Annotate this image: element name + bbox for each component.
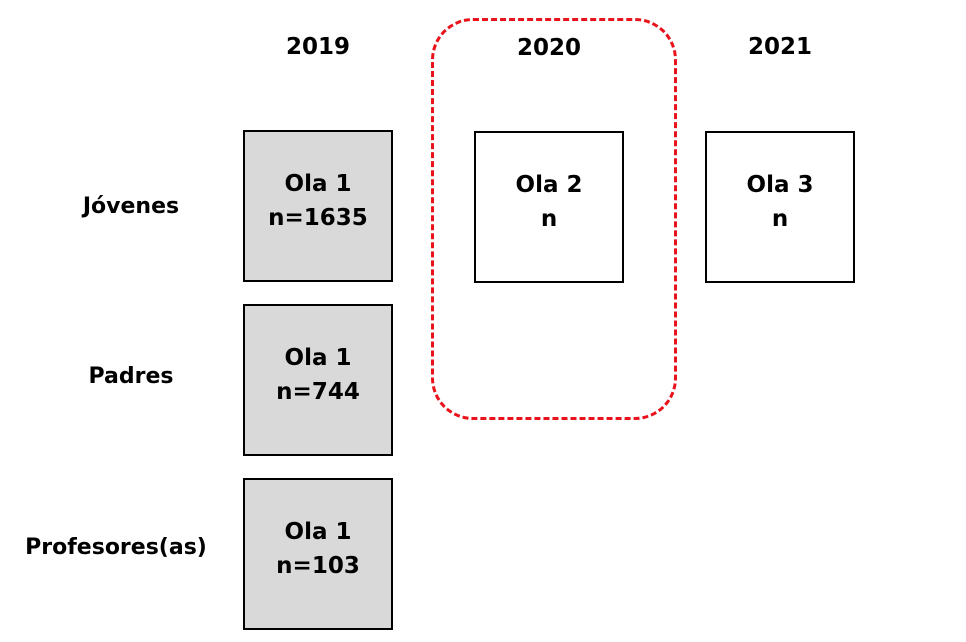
box-wave-label: Ola 3 (746, 172, 814, 198)
row-label-profesores: Profesores(as) (25, 535, 207, 560)
box-jovenes-2019: Ola 1 n=1635 (243, 130, 393, 282)
box-sample-size: n=744 (276, 379, 360, 405)
row-label-padres: Padres (88, 364, 174, 389)
box-wave-label: Ola 1 (284, 345, 352, 371)
box-sample-size: n (540, 206, 558, 232)
box-sample-size: n (771, 206, 789, 232)
box-padres-2019: Ola 1 n=744 (243, 304, 393, 456)
year-header-2019: 2019 (285, 34, 350, 60)
row-label-jovenes: Jóvenes (82, 194, 180, 219)
box-wave-label: Ola 1 (284, 171, 352, 197)
box-jovenes-2020: Ola 2 n (474, 131, 624, 283)
box-profesores-2019: Ola 1 n=103 (243, 478, 393, 630)
box-sample-size: n=1635 (268, 205, 368, 231)
box-wave-label: Ola 2 (515, 172, 583, 198)
box-jovenes-2021: Ola 3 n (705, 131, 855, 283)
box-wave-label: Ola 1 (284, 519, 352, 545)
year-header-2021: 2021 (747, 34, 812, 60)
year-header-2020: 2020 (516, 35, 581, 61)
highlight-2020-frame (431, 18, 677, 420)
box-sample-size: n=103 (276, 553, 360, 579)
